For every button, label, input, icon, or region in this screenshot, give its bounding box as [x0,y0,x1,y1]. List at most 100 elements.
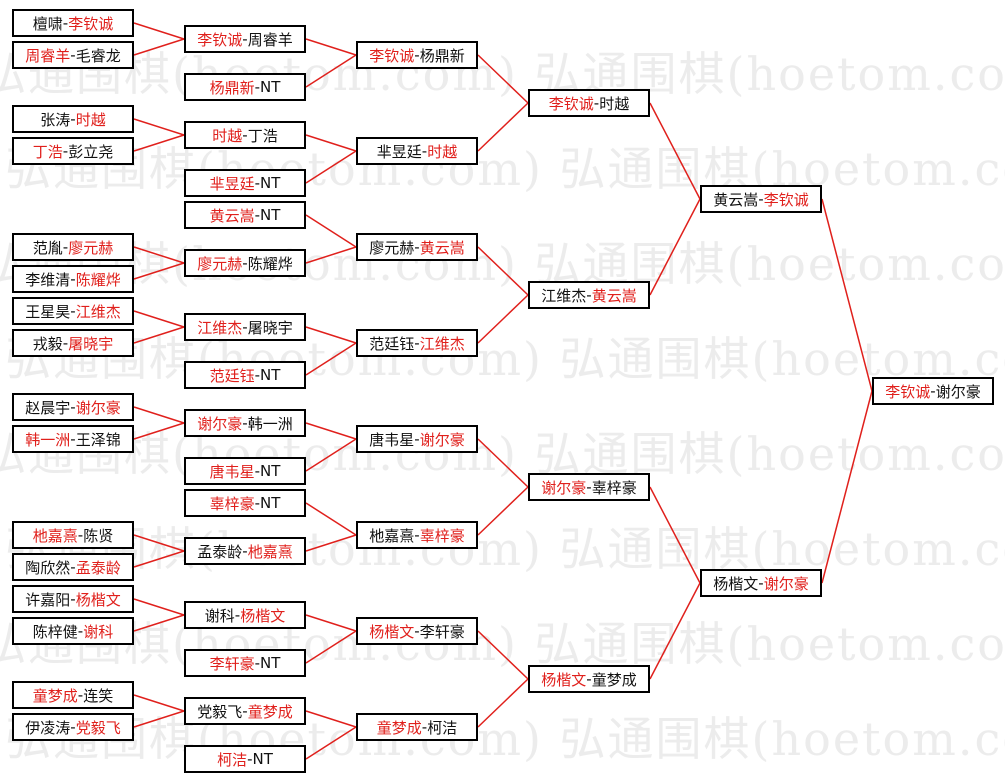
player-b: 周睿羊 [247,30,293,49]
player-a: 李钦诚 [885,382,931,401]
player-b: 谢尔豪 [419,430,465,449]
player-a: 谢尔豪 [541,478,587,497]
match-separator: - [254,174,261,192]
player-a: 杝嘉熹 [32,526,78,545]
match-separator: - [70,110,76,128]
match-box-round-2-15: 党毅飞-童梦成 [184,697,306,725]
player-b: 陈贤 [83,526,114,545]
player-b: NT [260,78,281,96]
match-box-round-2-3: 时越-丁浩 [184,121,306,149]
bracket-connector [133,22,185,40]
player-b: 谢科 [83,622,114,641]
bracket-connector [477,294,529,344]
player-a: 童梦成 [376,718,422,737]
bracket-connector [305,38,357,56]
bracket-connector [477,678,529,728]
match-separator: - [242,542,248,560]
bracket-connector [305,246,357,264]
match-separator: - [242,30,248,48]
player-b: 屠晓宇 [68,334,114,353]
player-b: 柯洁 [427,718,458,737]
player-b: 童梦成 [591,670,637,689]
bracket-connector [305,214,357,248]
player-a: 李钦诚 [197,30,243,49]
player-a: 杨鼎新 [209,78,255,97]
match-separator: - [414,622,420,640]
player-a: 李钦诚 [548,94,594,113]
match-box-round-3-4: 范廷钰-江维杰 [356,329,478,357]
player-a: 杨楷文 [713,574,759,593]
player-a: 柯洁 [217,750,248,769]
player-a: 唐韦星 [209,462,255,481]
match-separator: - [593,94,600,112]
player-a: 赵晨宇 [25,398,71,417]
player-a: 黄云嵩 [209,206,255,225]
player-a: 谢尔豪 [197,414,243,433]
player-a: 谢科 [204,606,235,625]
player-b: 孟泰龄 [75,558,121,577]
bracket-connector [305,342,357,376]
match-separator: - [254,366,261,384]
match-box-round-2-1: 李钦诚-周睿羊 [184,25,306,53]
bracket-connector [305,422,357,440]
player-b: 毛睿龙 [75,46,121,65]
player-a: 范廷钰 [369,334,415,353]
player-a: 范廷钰 [209,366,255,385]
match-separator: - [758,190,764,208]
match-separator: - [758,574,764,592]
match-separator: - [70,398,76,416]
bracket-connector [305,54,357,88]
match-box-round-3-7: 杨楷文-李轩豪 [356,617,478,645]
player-a: 芈昱廷 [209,174,255,193]
bracket-connector [305,438,357,472]
match-box-round-4-1: 李钦诚-时越 [528,89,650,117]
player-a: 杝嘉熹 [369,526,415,545]
player-b: 韩一洲 [247,414,293,433]
player-a: 韩一洲 [25,430,71,449]
player-b: 谢尔豪 [935,382,981,401]
player-b: NT [252,750,273,768]
match-separator: - [62,238,69,256]
match-box-round-1-11: 杝嘉熹-陈贤 [12,521,134,549]
player-b: 杨楷文 [240,606,286,625]
match-box-round-1-5: 范胤-廖元赫 [12,233,134,261]
match-separator: - [254,494,261,512]
match-box-round-6-1: 李钦诚-谢尔豪 [872,377,994,405]
match-box-round-3-6: 杝嘉熹-辜梓豪 [356,521,478,549]
bracket-connector [649,198,701,296]
bracket-connector [133,598,185,616]
match-box-round-2-7: 江维杰-屠晓宇 [184,313,306,341]
bracket-connector [477,438,529,488]
bracket-connector [133,710,185,728]
player-b: NT [260,494,281,512]
match-separator: - [242,318,248,336]
player-a: 江维杰 [541,286,587,305]
match-separator: - [234,606,241,624]
player-b: 李轩豪 [419,622,465,641]
player-b: NT [260,654,281,672]
match-separator: - [77,526,84,544]
player-b: 党毅飞 [75,718,121,737]
player-a: 檀啸 [32,14,63,33]
match-box-round-3-3: 廖元赫-黄云嵩 [356,233,478,261]
bracket-connector [305,326,357,344]
bracket-connector [305,710,357,728]
match-box-round-2-14: 李轩豪-NT [184,649,306,677]
player-b: 江维杰 [419,334,465,353]
match-separator: - [930,382,936,400]
bracket-connector [305,134,357,152]
match-box-round-1-16: 伊凌涛-党毅飞 [12,713,134,741]
player-b: 陈耀烨 [75,270,121,289]
player-a: 童梦成 [32,686,78,705]
match-separator: - [77,686,84,704]
match-separator: - [62,334,69,352]
match-box-round-1-7: 王星昊-江维杰 [12,297,134,325]
player-b: 谢尔豪 [75,398,121,417]
match-separator: - [62,14,69,32]
player-b: 丁浩 [247,126,278,145]
bracket-connector [133,262,185,280]
match-box-round-1-10: 韩一洲-王泽锦 [12,425,134,453]
match-separator: - [414,46,420,64]
player-a: 杨楷文 [541,670,587,689]
